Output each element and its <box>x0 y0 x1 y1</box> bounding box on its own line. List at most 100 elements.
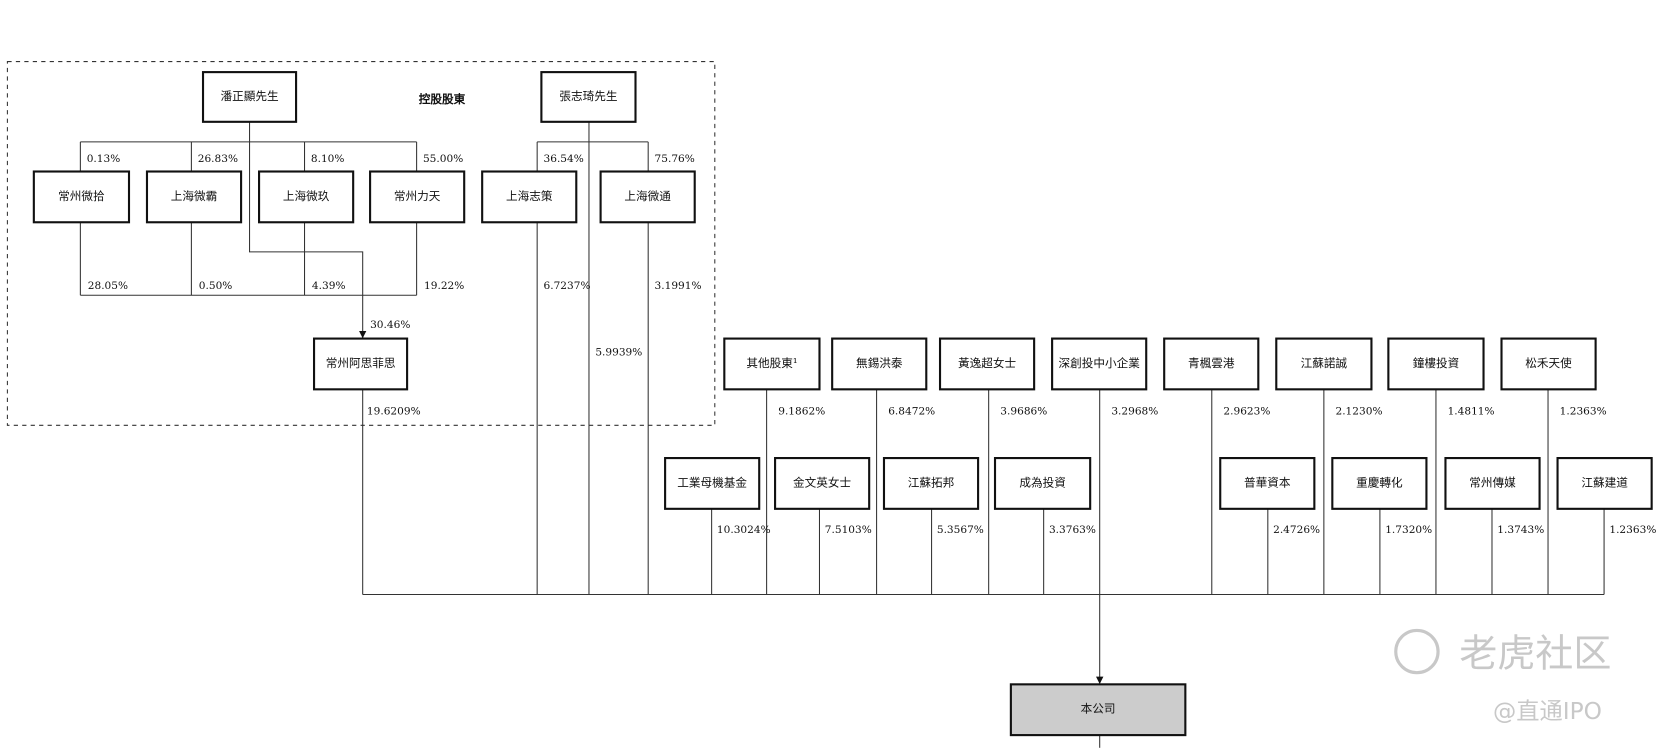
pan-entity-label: 上海微霸 <box>171 189 218 203</box>
shareholder-label: 江蘇拓邦 <box>908 475 955 489</box>
shareholder: 成為投資 <box>993 457 1092 510</box>
asifeisi-label: 常州阿思菲思 <box>326 356 396 370</box>
asifeisi-box <box>312 337 409 391</box>
shareholder-label: 重慶轉化 <box>1356 475 1403 489</box>
shareholder-box <box>1444 457 1541 510</box>
controller-pan: 潘正顯先生 <box>201 71 298 123</box>
shareholder-box <box>774 457 871 510</box>
shareholder: 江蘇建道 <box>1556 457 1653 510</box>
pan-direct-line <box>249 121 367 339</box>
pan-share-pct: 8.10% <box>311 153 345 165</box>
shareholder: 無錫洪泰 <box>831 337 928 391</box>
shareholder-pct: 3.9686% <box>1000 406 1047 418</box>
shareholder-box <box>1387 337 1485 391</box>
shareholder-label: 江蘇建道 <box>1581 475 1628 489</box>
shareholder: 金文英女士 <box>774 457 871 510</box>
zhang-entity-label: 上海志策 <box>506 189 553 203</box>
shareholder-box <box>664 457 761 510</box>
pan-direct-pct: 30.46% <box>370 319 410 331</box>
shareholder-pct: 5.3567% <box>937 524 984 536</box>
shareholder-box <box>1500 337 1597 391</box>
zhang-entity-box <box>599 170 696 224</box>
pan-entity-label: 常州力天 <box>394 189 441 203</box>
zhang-entity-box <box>481 170 578 224</box>
pan-entity-box <box>145 170 243 224</box>
shareholder-label: 青楓雲港 <box>1188 356 1235 370</box>
controlling-shareholders-group-border <box>6 61 716 426</box>
shareholder-label: 黃逸超女士 <box>958 356 1017 370</box>
controller-zhang-label: 張志琦先生 <box>559 89 618 103</box>
pan-entity: 上海微霸 <box>145 170 243 224</box>
zhang-entity: 上海微通 <box>599 170 696 224</box>
shareholder: 普華資本 <box>1219 457 1316 510</box>
pan-entity: 常州力天 <box>369 170 466 224</box>
shareholder-pct: 1.4811% <box>1448 406 1495 418</box>
company-share-pct: 6.7237% <box>544 280 591 292</box>
watermark-brand: 老虎社区 <box>1459 631 1611 675</box>
shareholder-pct: 6.8472% <box>888 406 935 418</box>
pan-entity-box <box>258 170 355 224</box>
company-share-pct: 19.22% <box>424 280 464 292</box>
shareholder: 鐘樓投資 <box>1387 337 1485 391</box>
shareholder: 松禾天使 <box>1500 337 1597 391</box>
shareholder-box <box>1163 337 1260 391</box>
shareholder-label: 其他股東¹ <box>746 356 797 370</box>
asifeisi-share-pct: 19.6209% <box>367 406 421 418</box>
shareholder-label: 普華資本 <box>1244 475 1291 489</box>
pan-entity: 上海微玖 <box>258 170 355 224</box>
shareholder-box <box>1275 337 1373 391</box>
shareholder-pct: 7.5103% <box>825 524 872 536</box>
watermark-handle: @直通IPO <box>1493 698 1602 725</box>
company-box <box>1009 683 1187 737</box>
shareholder-pct: 3.2968% <box>1111 406 1158 418</box>
shareholder: 深創投中小企業 <box>1051 337 1148 391</box>
shareholder-pct: 2.1230% <box>1335 406 1382 418</box>
asifeisi: 常州阿思菲思 <box>312 337 409 391</box>
controller-pan-box <box>201 71 298 123</box>
shareholder-pct: 1.2363% <box>1609 524 1656 536</box>
shareholder-label: 金文英女士 <box>793 475 852 489</box>
shareholder: 其他股東¹ <box>723 337 821 391</box>
controller-pan-label: 潘正顯先生 <box>220 89 279 103</box>
watermark-logo-icon <box>1394 628 1440 675</box>
pan-entity-label: 上海微玖 <box>283 189 330 203</box>
pan-entity-label: 常州微拾 <box>58 189 105 203</box>
controller-zhang-box <box>540 71 637 123</box>
shareholder: 重慶轉化 <box>1331 457 1428 510</box>
shareholder-box <box>1556 457 1653 510</box>
group-label: 控股股東 <box>419 92 466 106</box>
pan-entity-box <box>369 170 466 224</box>
company-share-pct: 0.50% <box>199 280 233 292</box>
shareholder-pct: 3.3763% <box>1049 524 1096 536</box>
company-share-pct: 3.1991% <box>655 280 702 292</box>
shareholder-pct: 9.1862% <box>778 406 825 418</box>
shareholder-label: 常州傳媒 <box>1469 475 1516 489</box>
shareholder-box <box>723 337 821 391</box>
shareholder-pct: 1.2363% <box>1560 406 1607 418</box>
zhang-share-pct: 36.54% <box>544 153 584 165</box>
shareholder-box <box>1219 457 1316 510</box>
shareholder-box <box>831 337 928 391</box>
shareholder-label: 深創投中小企業 <box>1058 356 1140 370</box>
pan-entity-box <box>32 170 131 224</box>
zhang-share-pct: 75.76% <box>655 153 695 165</box>
company: 本公司 <box>1009 683 1187 737</box>
zhang-entity: 上海志策 <box>481 170 578 224</box>
zhang-direct-pct: 5.9939% <box>595 346 642 358</box>
shareholder-box <box>1051 337 1148 391</box>
company-share-pct: 4.39% <box>312 280 346 292</box>
zhang-entity-label: 上海微通 <box>624 189 671 203</box>
shareholder-label: 江蘇諾誠 <box>1301 356 1348 370</box>
shareholder-pct: 1.7320% <box>1385 524 1432 536</box>
shareholder: 江蘇諾誠 <box>1275 337 1373 391</box>
shareholder: 江蘇拓邦 <box>882 457 980 510</box>
shareholder-label: 鐘樓投資 <box>1413 356 1460 370</box>
shareholder: 工業母機基金 <box>664 457 761 510</box>
company-label: 本公司 <box>1081 702 1116 716</box>
shareholder-pct: 1.3743% <box>1497 524 1544 536</box>
shareholder-label: 成為投資 <box>1019 475 1066 489</box>
shareholder: 黃逸超女士 <box>938 337 1036 391</box>
shareholder-box <box>938 337 1036 391</box>
shareholder-pct: 10.3024% <box>717 524 771 536</box>
